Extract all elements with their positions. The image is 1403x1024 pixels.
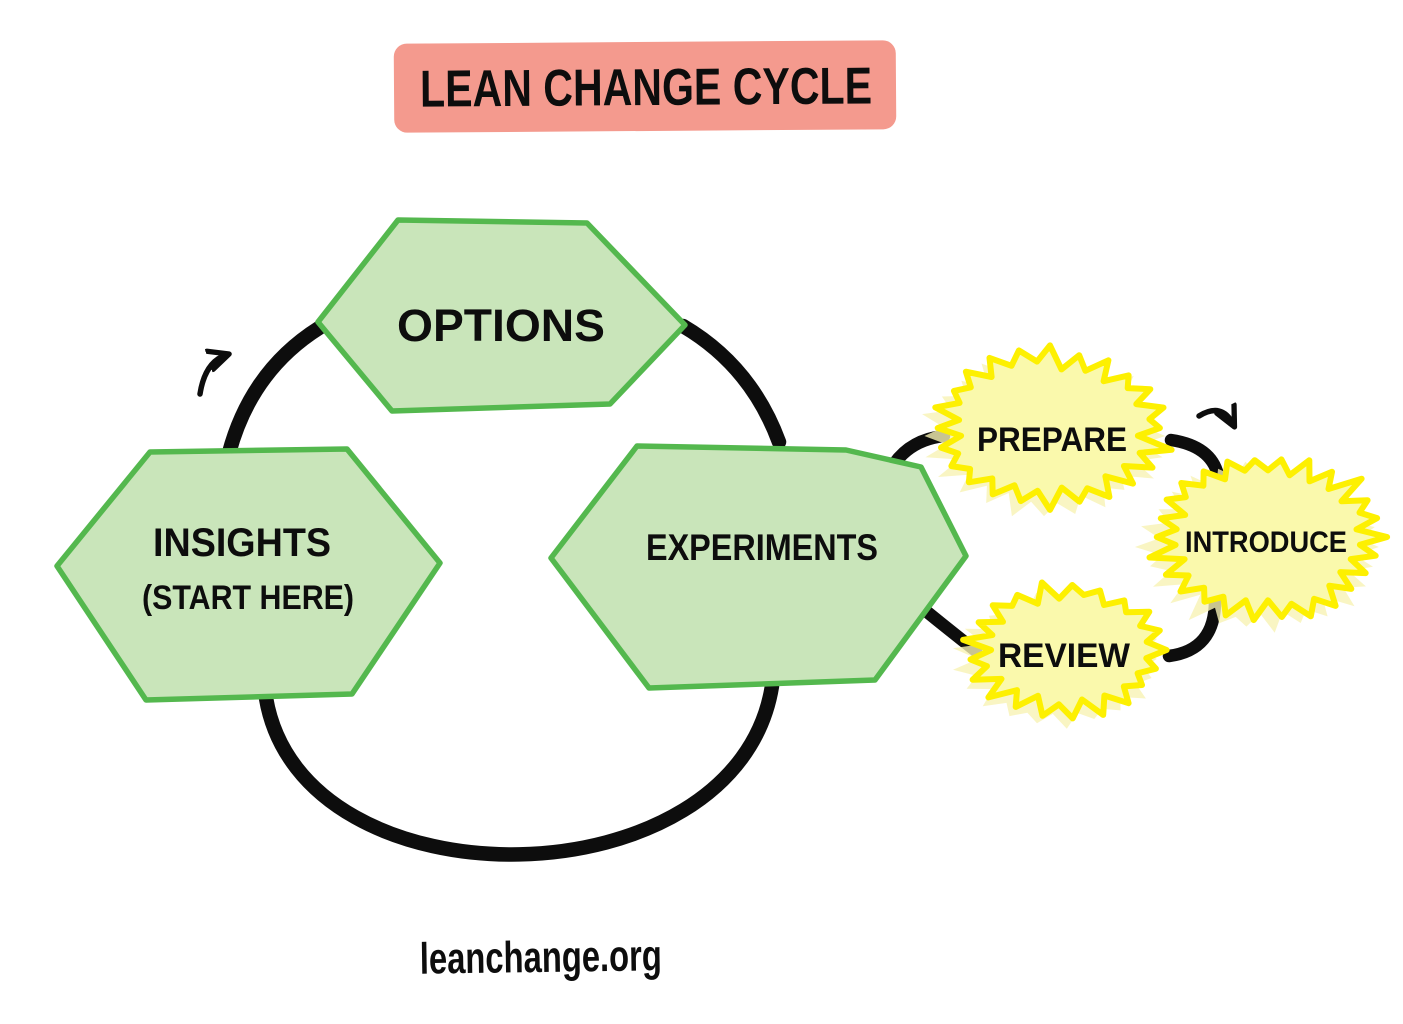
cycle-direction-arrow-icon — [197, 355, 226, 397]
page-title: LEAN CHANGE CYCLE — [420, 57, 872, 118]
node-insights: INSIGHTS (START HERE) — [54, 446, 443, 703]
node-review-label: REVIEW — [998, 637, 1131, 675]
node-options-label: OPTIONS — [397, 300, 605, 351]
node-experiments-label: EXPERIMENTS — [646, 527, 878, 568]
arc-prepare-to-introduce — [1164, 433, 1225, 482]
hexagon-options — [315, 217, 688, 414]
title-banner: LEAN CHANGE CYCLE — [393, 40, 897, 133]
hexagon-insights — [54, 446, 443, 703]
node-insights-sublabel: (START HERE) — [142, 579, 354, 617]
node-options: OPTIONS — [315, 217, 688, 414]
node-prepare-label: PREPARE — [977, 421, 1127, 459]
node-introduce: INTRODUCE — [1134, 456, 1391, 633]
node-introduce-label: INTRODUCE — [1185, 526, 1347, 559]
arc-options-to-experiments — [675, 318, 787, 450]
starburst-prepare — [932, 342, 1175, 513]
node-review: REVIEW — [952, 579, 1170, 729]
arc-introduce-to-review — [1162, 594, 1222, 663]
node-insights-label: INSIGHTS — [153, 521, 331, 565]
node-prepare: PREPARE — [922, 342, 1175, 517]
subcycle-direction-arrow-icon — [1196, 411, 1233, 424]
starburst-introduce — [1146, 456, 1391, 624]
hexagon-experiments — [548, 443, 969, 691]
starburst-review — [960, 579, 1170, 722]
node-experiments: EXPERIMENTS — [548, 443, 969, 691]
footer-site-text: leanchange.org — [419, 931, 662, 983]
arc-experiments-to-insights — [258, 678, 780, 862]
arc-insights-to-options — [221, 320, 327, 461]
main-cycle-arcs — [197, 318, 787, 862]
title-banner-bg — [393, 40, 897, 133]
